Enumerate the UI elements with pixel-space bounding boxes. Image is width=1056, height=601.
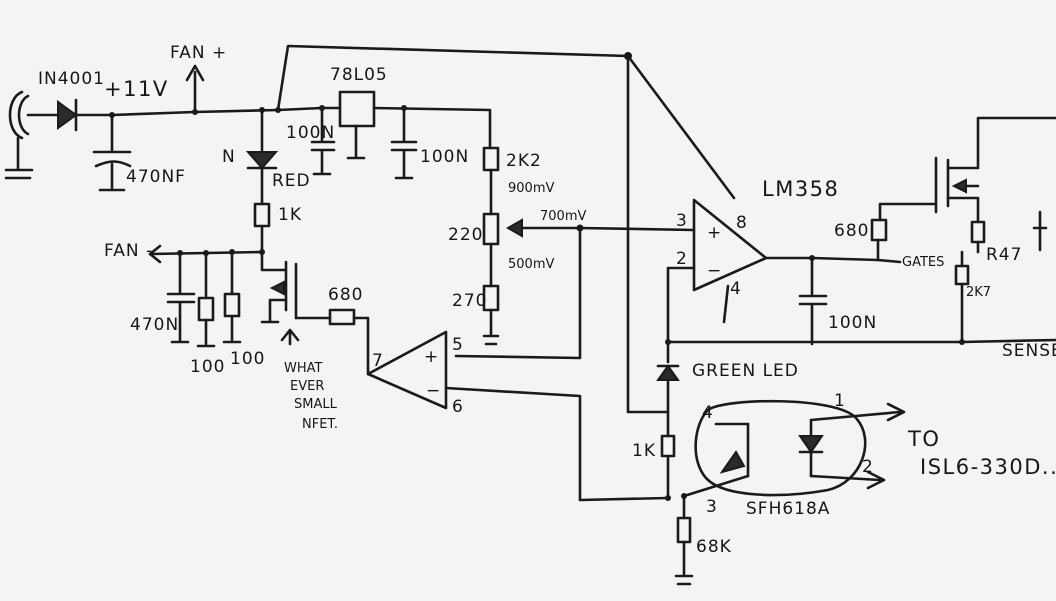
pot-wiper-arrow xyxy=(505,218,523,238)
resistor-68k xyxy=(676,516,692,544)
resistor-2k2 xyxy=(482,146,500,172)
r-bias-label: 68K xyxy=(696,537,732,557)
r-mid-label: 680 xyxy=(328,285,363,305)
nfet-note-4: NFET. xyxy=(302,417,338,432)
v-bottom-label: 500mV xyxy=(508,257,554,272)
diode-in4001 xyxy=(57,98,78,132)
regulator-label: 78L05 xyxy=(330,65,388,85)
target-label: ISL6-330D... xyxy=(920,455,1056,479)
svg-text:+: + xyxy=(424,347,439,367)
pin-3: 3 xyxy=(676,211,688,231)
pin-4: 4 xyxy=(730,279,742,299)
r-load-b-label: 100 xyxy=(230,349,265,369)
power-mosfet xyxy=(934,116,1056,224)
resistor-100-a xyxy=(197,296,215,322)
r-sense-label: 2K7 xyxy=(966,285,991,300)
nfet-note-3: SMALL xyxy=(294,397,338,412)
pin-5: 5 xyxy=(452,335,464,355)
green-led-label: GREEN LED xyxy=(692,361,799,381)
resistor-680-gate xyxy=(870,218,888,242)
svg-text:−: − xyxy=(707,261,722,281)
v-wiper-label: 700mV xyxy=(540,209,586,224)
svg-text:+: + xyxy=(707,223,722,243)
resistor-2k7 xyxy=(954,264,970,286)
svg-text:−: − xyxy=(426,381,441,401)
diode-label: IN4001 xyxy=(38,69,105,89)
reg-output-cap-label: 100N xyxy=(420,147,469,167)
gates-net-label: GATES xyxy=(902,255,944,270)
resistor-100-b xyxy=(223,292,241,318)
r-bottom-label: 270 xyxy=(452,291,487,311)
opto-pin-3: 3 xyxy=(706,497,718,517)
red-led xyxy=(245,151,279,170)
supply-voltage-label: +11V xyxy=(104,77,169,101)
opamp-label: LM358 xyxy=(762,177,839,201)
fan-plus-label: FAN + xyxy=(170,43,227,63)
opto-pin-2: 2 xyxy=(862,457,874,477)
output-cap-label: 100N xyxy=(828,313,877,333)
r-led-label: 1K xyxy=(278,205,302,225)
fan-cap-label: 470N xyxy=(130,315,179,335)
bulk-capacitor xyxy=(92,112,132,192)
sense-net-label: SENSE xyxy=(1002,341,1056,361)
opamp-comparator xyxy=(366,330,448,410)
pin-7: 7 xyxy=(372,351,384,371)
potentiometer-220 xyxy=(482,212,500,246)
r-gate-label: 680 xyxy=(834,221,869,241)
pin-2: 2 xyxy=(676,249,688,269)
resistor-1k-led xyxy=(253,202,271,228)
r-opto-label: 1K xyxy=(632,441,656,461)
led-red-symbol: N xyxy=(222,147,236,167)
nfet-note-1: WHAT xyxy=(284,361,323,376)
resistor-r47 xyxy=(970,220,986,244)
opamp-lm358 xyxy=(692,198,768,292)
r47-label: R47 xyxy=(986,245,1022,265)
green-led xyxy=(656,364,680,381)
fan-minus-label: FAN - xyxy=(104,241,153,261)
resistor-680-mid xyxy=(328,308,356,326)
opto-pin-1: 1 xyxy=(834,391,846,411)
to-label: TO xyxy=(907,427,940,451)
pot-label: 220 xyxy=(448,225,483,245)
resistor-1k-opto xyxy=(660,434,676,458)
opto-pin-4: 4 xyxy=(702,403,714,423)
dc-input-jack xyxy=(4,90,60,180)
v-top-label: 900mV xyxy=(508,181,554,196)
r-load-a-label: 100 xyxy=(190,357,225,377)
fan-plus-terminal xyxy=(185,64,205,115)
optocoupler-label: SFH618A xyxy=(746,499,830,519)
optocoupler-sfh618a xyxy=(682,399,867,498)
reg-input-cap-label: 100N xyxy=(286,123,335,143)
nfet-note-2: EVER xyxy=(290,379,324,394)
pin-6: 6 xyxy=(452,397,464,417)
main-rail xyxy=(74,106,342,117)
small-nfet xyxy=(260,250,332,324)
r-top-label: 2K2 xyxy=(506,151,542,171)
pin-8: 8 xyxy=(736,213,748,233)
regulator-78l05 xyxy=(338,90,376,128)
bulk-cap-label: 470NF xyxy=(126,167,186,187)
led-red-label: RED xyxy=(272,171,311,191)
